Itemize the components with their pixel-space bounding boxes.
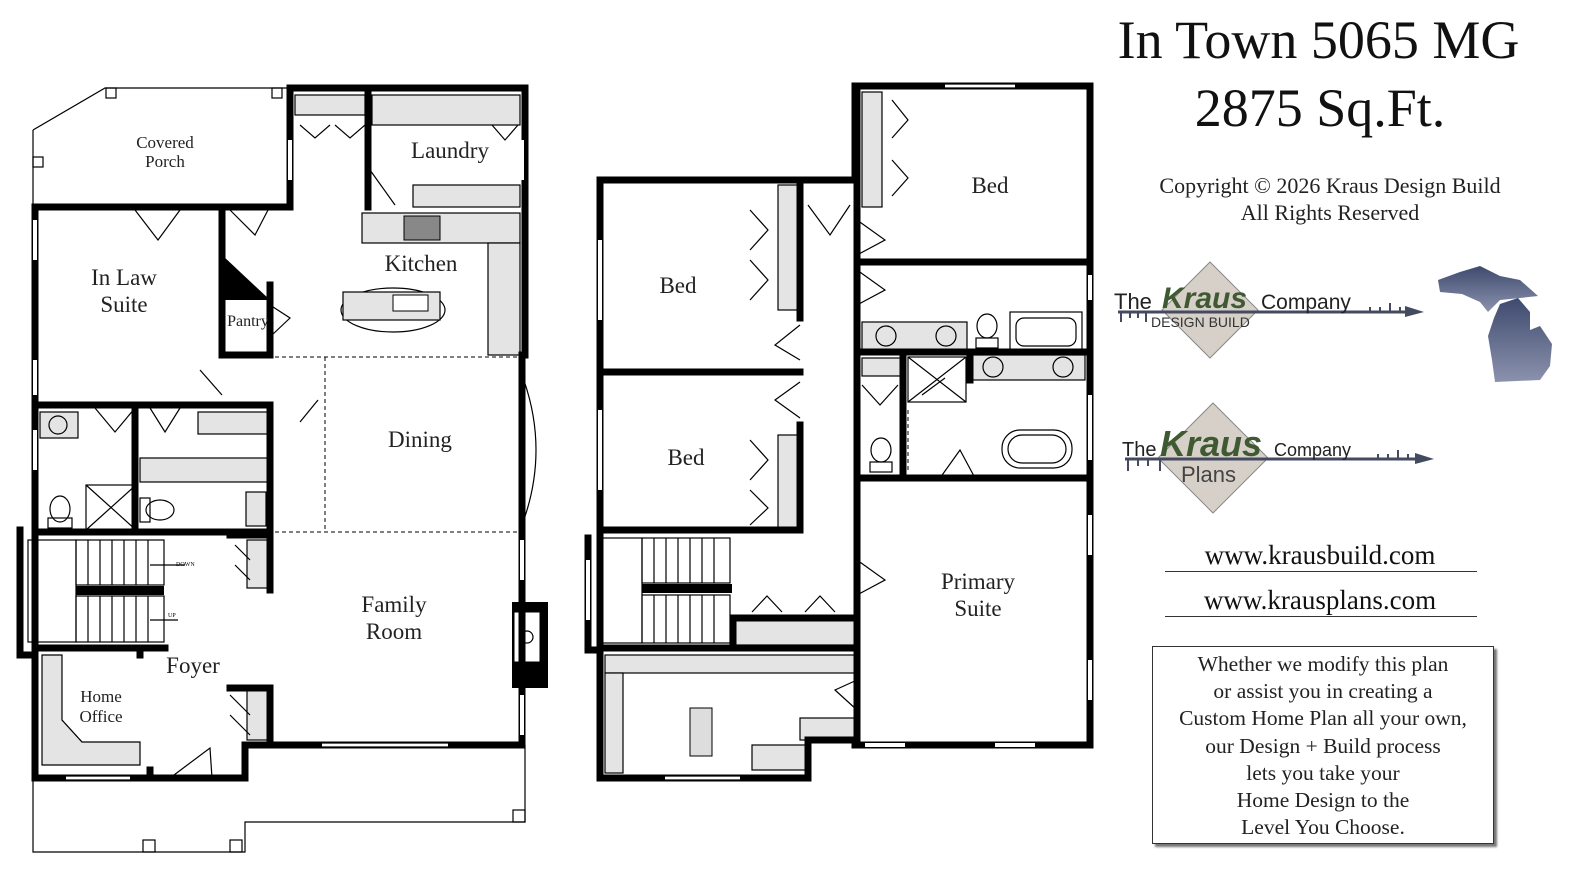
primary-suite-label: Primary [941,569,1016,594]
logo-company-text: Company [1274,440,1351,460]
design-build-info-box: Whether we modify this plan or assist yo… [1152,646,1494,844]
front-porch-outline [32,745,526,853]
bed-upper-left-label: Bed [659,273,697,298]
family-room-label: Family [361,592,427,617]
home-office-label: Home [80,687,122,706]
info-line: Whether we modify this plan [1197,652,1449,676]
info-line: Custom Home Plan all your own, [1179,706,1467,731]
info-line: our Design + Build process [1205,733,1441,758]
in-law-suite-label: In Law [91,265,157,290]
url-underline-arrow [1165,616,1477,617]
info-line: Home Design to the [1236,788,1410,813]
stair-down-label: DOWN [176,562,195,568]
second-floor-plan: Bed Bed Bed Primary Suite [584,82,1094,782]
logo-kraus-text: Kraus [1160,423,1262,464]
krausplans-link[interactable]: www.krausplans.com [1203,585,1437,615]
logo-the-text: The [1122,439,1156,461]
bed-lower-left-label: Bed [667,445,705,470]
square-footage: 2875 Sq.Ft. [1194,78,1446,138]
logo-the-text: The [1114,289,1152,314]
url-underline-arrow [1165,571,1477,572]
stair-up-label: UP [168,613,176,619]
info-line: or assist you in creating a [1213,679,1433,704]
logo-kraus-text: Kraus [1162,282,1247,315]
family-room-label: Room [366,619,422,644]
covered-porch-label: Porch [145,152,185,171]
logo-design-build-text: DESIGN BUILD [1151,314,1250,330]
kraus-plans-logo: The Kraus Company Plans [1122,402,1434,514]
info-line: Level You Choose. [1241,815,1405,840]
plan-title: In Town 5065 MG [1117,10,1520,70]
copyright-notice: Copyright © 2026 Kraus Design Build All … [1120,172,1540,226]
home-office-label: Office [79,707,122,726]
info-line: lets you take your [1246,760,1400,785]
krausbuild-link[interactable]: www.krausbuild.com [1204,540,1436,570]
covered-porch-label: Covered [136,133,194,152]
copyright-line: Copyright © 2026 Kraus Design Build [1159,173,1501,198]
first-floor-plan: DOWN UP Covered Porch Laundry In La [16,84,548,853]
primary-suite-label: Suite [954,596,1001,621]
second-floor-stairs [597,537,732,644]
pantry-label: Pantry [227,313,269,330]
rights-line: All Rights Reserved [1240,200,1420,225]
logo-plans-text: Plans [1181,462,1236,487]
bed-top-right-label: Bed [971,173,1009,198]
dining-label: Dining [388,427,452,452]
kraus-design-build-logo: The Kraus Company DESIGN BUILD [1114,261,1424,359]
michigan-map-icon [1438,266,1552,382]
foyer-label: Foyer [166,653,220,678]
first-floor-stairs: DOWN UP [27,539,195,643]
laundry-label: Laundry [411,138,489,163]
kitchen-label: Kitchen [385,251,458,276]
logo-company-text: Company [1261,291,1351,314]
in-law-suite-label: Suite [100,292,147,317]
